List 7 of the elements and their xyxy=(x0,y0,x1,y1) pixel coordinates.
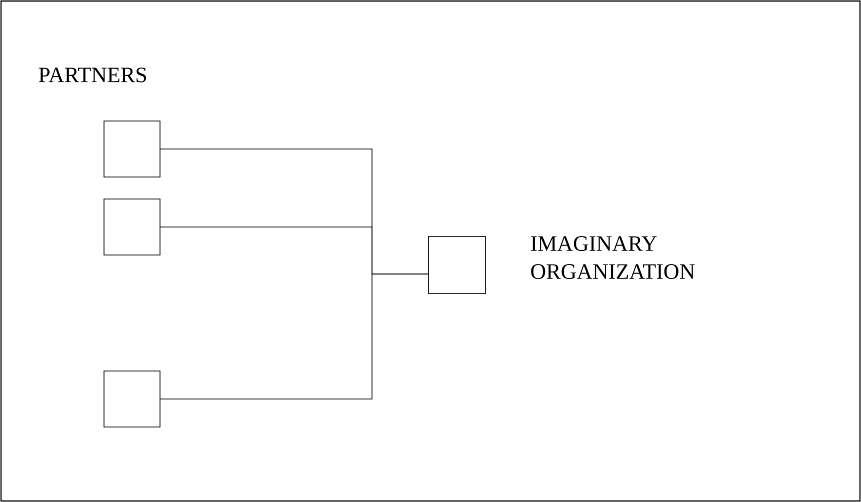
connector-line xyxy=(160,274,428,400)
partner-box xyxy=(104,120,160,178)
heading-label: PARTNERS xyxy=(38,68,146,82)
partner-box xyxy=(104,370,160,428)
partner-box xyxy=(104,198,160,256)
partner-box xyxy=(428,236,486,294)
organization-label: IMAGINARY ORGANIZATION xyxy=(531,236,695,279)
